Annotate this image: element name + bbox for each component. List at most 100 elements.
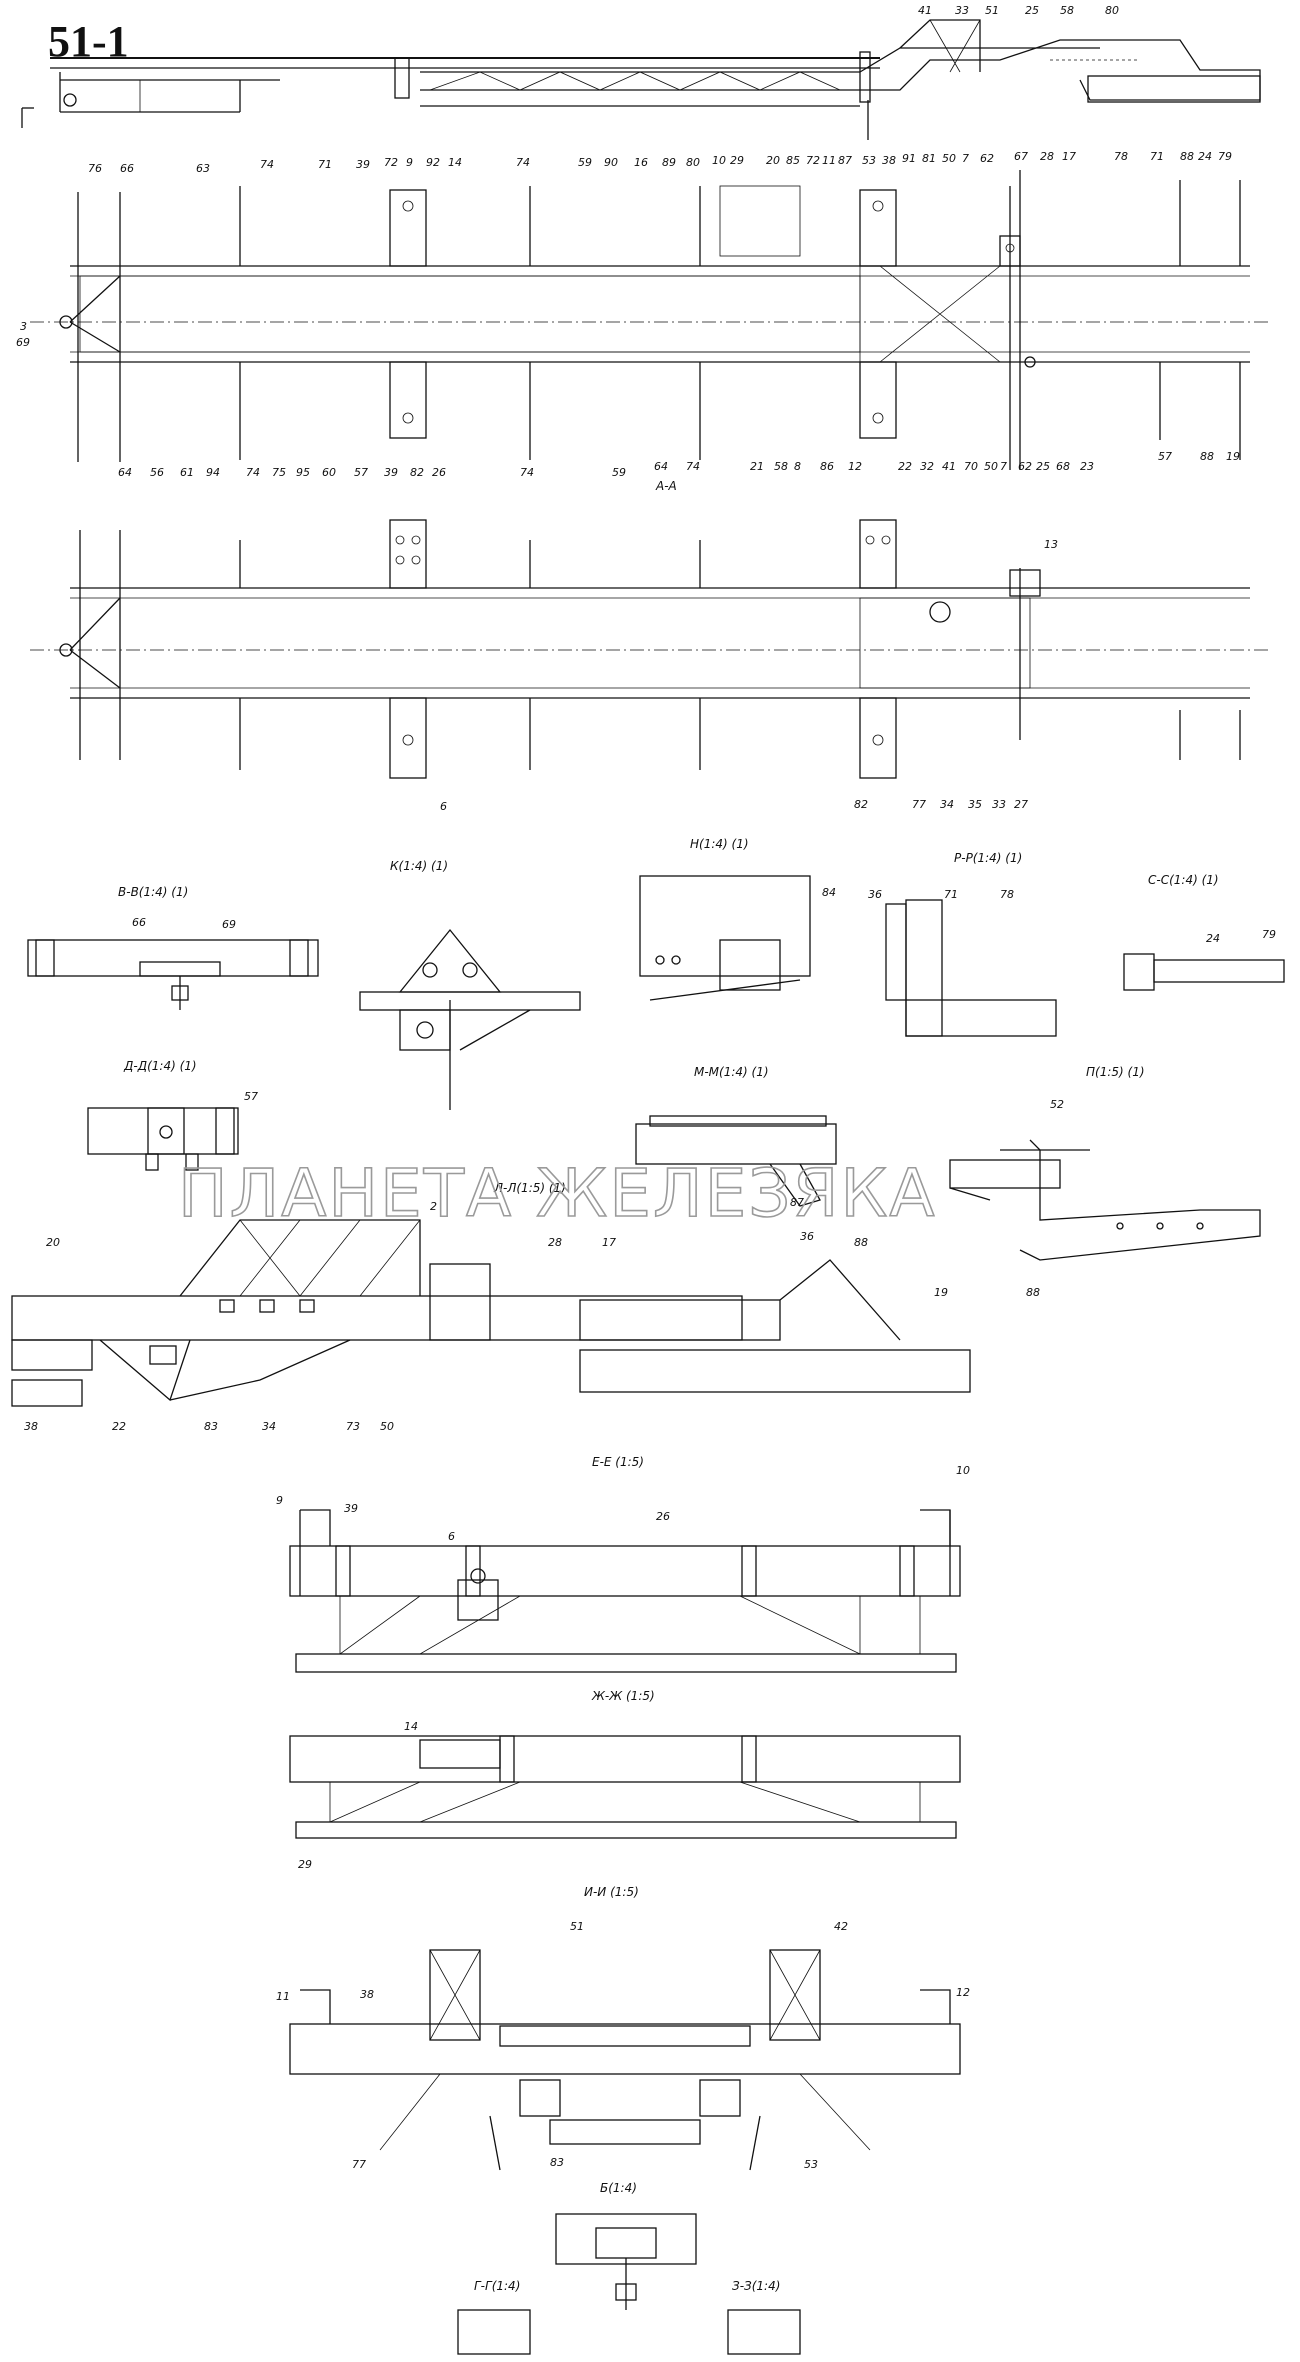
svg-text:35: 35 bbox=[968, 798, 982, 811]
svg-text:36: 36 bbox=[800, 1230, 814, 1243]
svg-text:78: 78 bbox=[1000, 888, 1014, 901]
svg-text:12: 12 bbox=[848, 460, 862, 473]
svg-text:Г-Г(1:4): Г-Г(1:4) bbox=[474, 2279, 520, 2293]
svg-text:Ж-Ж (1:5): Ж-Ж (1:5) bbox=[591, 1689, 655, 1703]
svg-text:79: 79 bbox=[1262, 928, 1276, 941]
svg-text:75: 75 bbox=[272, 466, 286, 479]
svg-text:68: 68 bbox=[1056, 460, 1070, 473]
detail-rr: Р-Р(1:4) (1) 36 71 78 bbox=[868, 851, 1057, 1037]
section-zhzh: Ж-Ж (1:5) 14 29 bbox=[289, 1689, 961, 1871]
svg-text:26: 26 bbox=[656, 1510, 670, 1523]
svg-text:36: 36 bbox=[868, 888, 882, 901]
svg-text:14: 14 bbox=[448, 156, 462, 169]
svg-text:66: 66 bbox=[120, 162, 134, 175]
svg-text:38: 38 bbox=[360, 1988, 374, 2001]
svg-text:С-С(1:4) (1): С-С(1:4) (1) bbox=[1148, 873, 1219, 887]
detail-p: П(1:5) (1) 52 19 88 bbox=[934, 1065, 1261, 1299]
view-gg: Г-Г(1:4) bbox=[457, 2279, 531, 2355]
svg-text:24: 24 bbox=[1198, 150, 1212, 163]
svg-text:2: 2 bbox=[430, 1200, 437, 1213]
svg-text:41: 41 bbox=[918, 4, 932, 17]
svg-text:Л-Л(1:5) (1): Л-Л(1:5) (1) bbox=[493, 1181, 566, 1195]
svg-text:50: 50 bbox=[380, 1420, 394, 1433]
svg-text:Д-Д(1:4) (1): Д-Д(1:4) (1) bbox=[123, 1059, 197, 1073]
plan-view-1-callouts: 76 66 63 74 71 39 72 9 92 14 74 59 90 16… bbox=[16, 150, 1240, 493]
plan-view-1 bbox=[30, 170, 1270, 470]
svg-text:28: 28 bbox=[548, 1236, 562, 1249]
svg-text:16: 16 bbox=[634, 156, 648, 169]
svg-text:53: 53 bbox=[804, 2158, 818, 2171]
svg-text:87: 87 bbox=[838, 154, 852, 167]
svg-text:19: 19 bbox=[934, 1286, 948, 1299]
svg-text:34: 34 bbox=[262, 1420, 276, 1433]
svg-text:87: 87 bbox=[790, 1196, 804, 1209]
svg-text:69: 69 bbox=[16, 336, 30, 349]
plan-view-2-callouts: 6 82 77 34 35 33 27 13 bbox=[440, 538, 1058, 813]
svg-text:22: 22 bbox=[112, 1420, 126, 1433]
svg-text:80: 80 bbox=[1105, 4, 1119, 17]
detail-n: Н(1:4) (1) 84 bbox=[639, 837, 836, 1001]
svg-text:62: 62 bbox=[1018, 460, 1032, 473]
svg-text:21: 21 bbox=[750, 460, 764, 473]
svg-text:19: 19 bbox=[1226, 450, 1240, 463]
svg-text:74: 74 bbox=[260, 158, 274, 171]
svg-text:20: 20 bbox=[46, 1236, 60, 1249]
svg-text:60: 60 bbox=[322, 466, 336, 479]
svg-text:10: 10 bbox=[956, 1464, 970, 1477]
svg-text:80: 80 bbox=[686, 156, 700, 169]
svg-text:88: 88 bbox=[854, 1236, 868, 1249]
svg-text:91: 91 bbox=[902, 152, 916, 165]
watermark: ПЛАНЕТА ЖЕЛЕЗЯКА bbox=[178, 1155, 936, 1232]
svg-text:86: 86 bbox=[820, 460, 834, 473]
svg-text:14: 14 bbox=[404, 1720, 418, 1733]
svg-text:85: 85 bbox=[786, 154, 800, 167]
svg-text:Б(1:4): Б(1:4) bbox=[600, 2181, 637, 2195]
svg-text:71: 71 bbox=[944, 888, 958, 901]
section-ii: И-И (1:5) 51 42 11 38 12 77 83 53 bbox=[276, 1885, 970, 2171]
svg-text:76: 76 bbox=[88, 162, 102, 175]
svg-text:57: 57 bbox=[354, 466, 368, 479]
svg-text:51: 51 bbox=[570, 1920, 584, 1933]
svg-text:27: 27 bbox=[1014, 798, 1028, 811]
svg-text:72: 72 bbox=[384, 156, 398, 169]
svg-text:28: 28 bbox=[1040, 150, 1054, 163]
svg-text:64: 64 bbox=[654, 460, 668, 473]
view-b: Б(1:4) bbox=[555, 2181, 697, 2310]
svg-text:83: 83 bbox=[550, 2156, 564, 2169]
svg-text:82: 82 bbox=[854, 798, 868, 811]
svg-text:26: 26 bbox=[432, 466, 446, 479]
svg-text:И-И (1:5): И-И (1:5) bbox=[584, 1885, 639, 1899]
svg-text:10: 10 bbox=[712, 154, 726, 167]
svg-text:66: 66 bbox=[132, 916, 146, 929]
svg-text:62: 62 bbox=[980, 152, 994, 165]
detail-ss: С-С(1:4) (1) 24 79 bbox=[1123, 873, 1285, 991]
svg-text:41: 41 bbox=[942, 460, 956, 473]
svg-text:11: 11 bbox=[276, 1990, 290, 2003]
svg-text:12: 12 bbox=[956, 1986, 970, 1999]
svg-text:90: 90 bbox=[604, 156, 618, 169]
svg-text:7: 7 bbox=[962, 152, 969, 165]
svg-text:74: 74 bbox=[520, 466, 534, 479]
svg-text:58: 58 bbox=[1060, 4, 1074, 17]
svg-text:74: 74 bbox=[516, 156, 530, 169]
svg-text:29: 29 bbox=[298, 1858, 312, 1871]
svg-text:61: 61 bbox=[180, 466, 194, 479]
svg-text:32: 32 bbox=[920, 460, 934, 473]
svg-text:В-В(1:4) (1): В-В(1:4) (1) bbox=[118, 885, 188, 899]
svg-text:50: 50 bbox=[942, 152, 956, 165]
svg-text:Е-Е (1:5): Е-Е (1:5) bbox=[592, 1455, 644, 1469]
svg-text:42: 42 bbox=[834, 1920, 848, 1933]
side-view-top-callouts: 41 33 51 25 58 80 bbox=[918, 4, 1119, 17]
svg-text:13: 13 bbox=[1044, 538, 1058, 551]
svg-text:88: 88 bbox=[1026, 1286, 1040, 1299]
svg-text:33: 33 bbox=[992, 798, 1006, 811]
svg-text:95: 95 bbox=[296, 466, 310, 479]
svg-text:17: 17 bbox=[602, 1236, 616, 1249]
detail-k: К(1:4) (1) bbox=[359, 859, 581, 1110]
svg-text:25: 25 bbox=[1025, 4, 1039, 17]
svg-text:6: 6 bbox=[440, 800, 447, 813]
svg-text:29: 29 bbox=[730, 154, 744, 167]
svg-text:71: 71 bbox=[1150, 150, 1164, 163]
svg-text:53: 53 bbox=[862, 154, 876, 167]
